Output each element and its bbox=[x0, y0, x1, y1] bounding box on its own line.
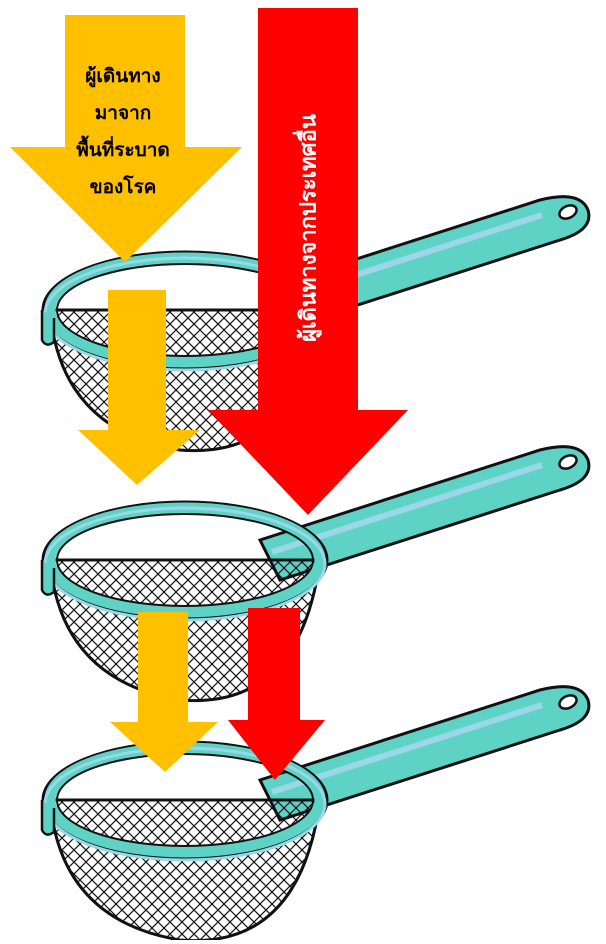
red-arrow-label: ผู้เดินทางจากประเทศอื่น bbox=[288, 60, 328, 395]
yellow-label-line-2: มาจาก bbox=[62, 95, 184, 132]
yellow-arrow-label: ผู้เดินทาง มาจาก พื้นที่ระบาด ของโรค bbox=[62, 58, 184, 206]
red-arrow-label-wrap: ผู้เดินทางจากประเทศอื่น bbox=[287, 60, 327, 395]
yellow-label-line-1: ผู้เดินทาง bbox=[62, 58, 184, 95]
yellow-label-line-4: ของโรค bbox=[62, 169, 184, 206]
yellow-label-line-3: พื้นที่ระบาด bbox=[62, 132, 184, 169]
